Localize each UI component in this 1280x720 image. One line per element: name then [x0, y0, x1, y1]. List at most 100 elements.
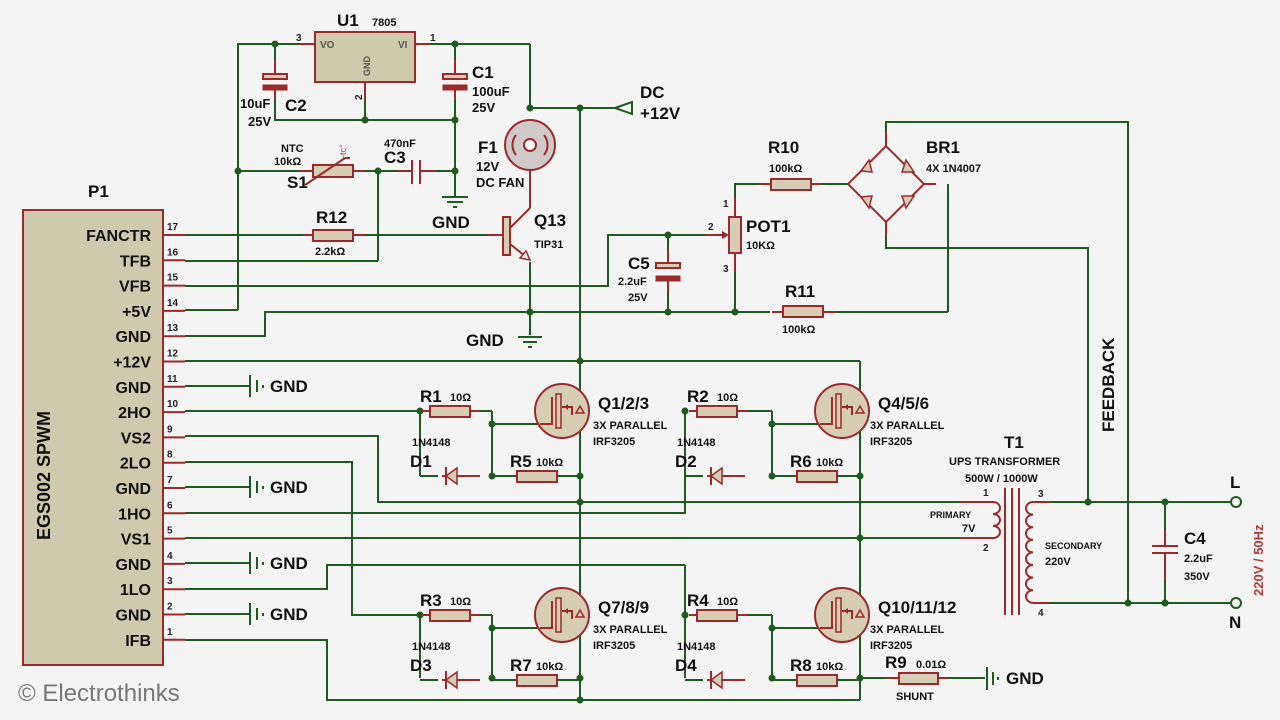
feedback-label: FEEDBACK: [1099, 337, 1118, 432]
c5-voltage: 25V: [628, 292, 648, 304]
gate-resistor-value: 10Ω: [717, 596, 738, 608]
s1-type: NTC: [281, 143, 304, 155]
r9-value: 0.01Ω: [916, 659, 946, 671]
gate-resistor-ref: R4: [687, 591, 709, 610]
pot1-pin3: 3: [723, 264, 729, 275]
gate-resistor-value: 10Ω: [450, 392, 471, 404]
dc-line1: DC: [640, 83, 665, 102]
gnd-label-q13: GND: [466, 331, 504, 350]
p1-pin-name: GND: [115, 557, 151, 574]
c3-ref: C3: [384, 148, 406, 167]
gnd-label: GND: [270, 478, 308, 497]
diode-value: 1N4148: [412, 437, 451, 449]
terminal-l[interactable]: [1230, 496, 1242, 508]
gate-resistor-ref: R1: [420, 387, 442, 406]
terminal-n[interactable]: [1230, 597, 1242, 609]
t1-pin3: 3: [1038, 489, 1044, 500]
mosfet-line1: 3X PARALLEL: [870, 624, 945, 636]
c4-voltage: 350V: [1184, 571, 1210, 583]
c3-capacitor: 470nF C3: [384, 138, 435, 184]
p1-pin-name: GND: [115, 380, 151, 397]
p1-pin-number: 3: [167, 576, 173, 587]
f1-fan: F1 12V DC FAN: [476, 119, 556, 200]
p1-pin-number: 6: [167, 500, 173, 511]
pulldown-value: 10kΩ: [536, 661, 563, 673]
r12-value: 2.2kΩ: [315, 246, 345, 258]
p1-pin-number: 1: [167, 627, 173, 638]
u1-pin1-num: 1: [430, 33, 436, 44]
p1-pin-number: 12: [167, 349, 179, 360]
mosfet-line1: 3X PARALLEL: [593, 624, 668, 636]
output-spec: 220V / 50Hz: [1251, 524, 1266, 596]
q13-ref: Q13: [534, 211, 566, 230]
pulldown-ref: R8: [790, 656, 812, 675]
mosfet-symbol: [534, 587, 590, 643]
p1-pin-number: 15: [167, 273, 179, 284]
p1-pin-name: VS1: [121, 532, 151, 549]
p1-pin-number: 11: [167, 374, 178, 385]
t1-pin2: 2: [983, 543, 989, 554]
p1-pin-name: IFB: [125, 633, 151, 650]
c2-voltage: 25V: [248, 114, 271, 129]
mosfet-line2: IRF3205: [593, 436, 635, 448]
r9-ref: R9: [885, 653, 907, 672]
pot1-ref: POT1: [746, 217, 790, 236]
p1-pin-number: 16: [167, 247, 179, 258]
mosfet-symbol: [534, 383, 590, 439]
p1-pin-number: 9: [167, 424, 173, 435]
r12-ref: R12: [316, 208, 347, 227]
f1-line2: DC FAN: [476, 175, 524, 190]
p1-pin-number: 7: [167, 475, 173, 486]
br1-bridge-rectifier: BR1 4X 1N4007: [846, 132, 981, 236]
mosfet-ref: Q4/5/6: [878, 394, 929, 413]
u1-pin-vi: VI: [398, 40, 408, 51]
c2-value: 10uF: [240, 96, 270, 111]
r10-value: 100kΩ: [769, 163, 802, 175]
t1-pin1: 1: [983, 488, 989, 499]
p1-pin-name: 1LO: [120, 582, 151, 599]
gnd-label: GND: [270, 554, 308, 573]
c1-ref: C1: [472, 63, 494, 82]
r11-resistor: R11 100kΩ: [772, 282, 835, 336]
p1-pin-name: GND: [115, 481, 151, 498]
gnd-symbol-q13: GND: [466, 331, 542, 350]
c4-ref: C4: [1184, 529, 1206, 548]
t1-primary-label: PRIMARY: [930, 510, 971, 520]
p1-pin-number: 2: [167, 602, 173, 613]
c1-capacitor: C1 100uF 25V: [442, 60, 510, 115]
pulldown-value: 10kΩ: [816, 661, 843, 673]
u1-pin-gnd: GND: [362, 56, 372, 77]
mosfet-ref: Q10/11/12: [878, 598, 956, 617]
p1-pin-name: 2LO: [120, 456, 151, 473]
gnd-label-c3: GND: [432, 213, 470, 232]
gnd-symbol: GND: [249, 476, 308, 498]
mosfet-ref: Q1/2/3: [598, 394, 649, 413]
p1-pin-name: VFB: [119, 279, 151, 296]
u1-regulator: U1 7805 VO VI GND 3 1 2: [296, 11, 436, 100]
f1-ref: F1: [478, 138, 498, 157]
mosfet-line1: 3X PARALLEL: [593, 420, 668, 432]
c1-voltage: 25V: [472, 100, 495, 115]
gate-resistor-ref: R2: [687, 387, 709, 406]
gate-resistor-value: 10Ω: [717, 392, 738, 404]
t1-line2: 500W / 1000W: [965, 473, 1038, 485]
mosfet-line2: IRF3205: [593, 640, 635, 652]
p1-pin-number: 10: [167, 399, 179, 410]
gate-resistor-value: 10Ω: [450, 596, 471, 608]
mosfet-line2: IRF3205: [870, 640, 912, 652]
mosfet-line1: 3X PARALLEL: [870, 420, 945, 432]
p1-pin-name: +5V: [122, 304, 151, 321]
diode-ref: D2: [675, 452, 697, 471]
c4-capacitor: C4 2.2uF 350V: [1152, 529, 1213, 583]
c5-value: 2.2uF: [618, 276, 647, 288]
p1-pin-number: 14: [167, 298, 179, 309]
diode-value: 1N4148: [677, 437, 716, 449]
mosfet-line2: IRF3205: [870, 436, 912, 448]
gnd-symbol: GND: [249, 603, 308, 625]
dc-line2: +12V: [640, 104, 681, 123]
junction-dots: [234, 40, 1169, 704]
r9-note: SHUNT: [896, 691, 934, 703]
